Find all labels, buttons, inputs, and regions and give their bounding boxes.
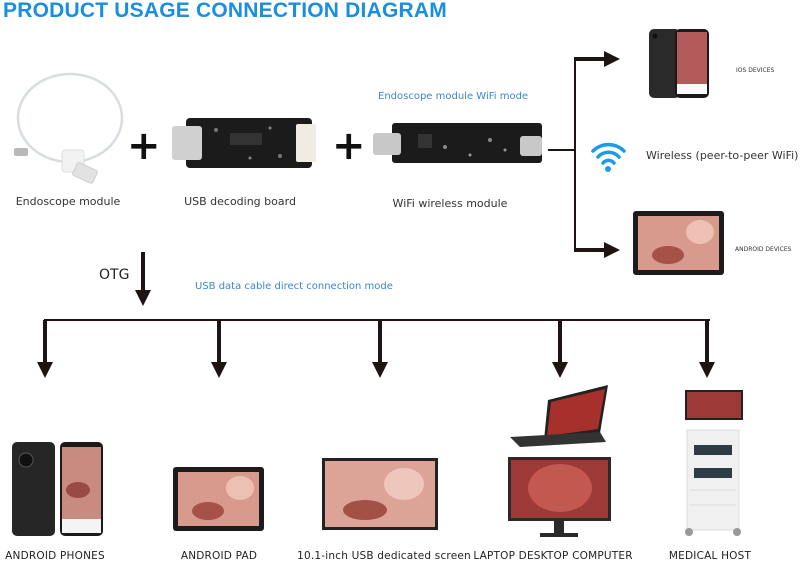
ios-devices-label: IOS DEVICES <box>736 67 775 74</box>
target-label-android-phones: ANDROID PHONES <box>5 550 105 562</box>
laptop-desktop-icon <box>508 385 611 537</box>
component-label-usb-board: USB decoding board <box>184 195 296 208</box>
target-label-android-pad: ANDROID PAD <box>180 550 258 562</box>
component-label-wifi-module: WiFi wireless module <box>392 197 508 210</box>
plus-sign-2: + <box>332 123 366 169</box>
wifi-mode-heading: Endoscope module WiFi mode <box>378 91 529 102</box>
usb-decoding-board-icon <box>172 118 316 168</box>
otg-label: OTG <box>99 267 130 283</box>
android-phones-icon <box>12 442 103 536</box>
android-pad-icon <box>173 467 264 531</box>
android-devices-label: ANDROID DEVICES <box>735 246 792 253</box>
target-label-medical-host: MEDICAL HOST <box>668 550 752 562</box>
medical-cart-icon <box>685 390 743 536</box>
iphone-icon <box>649 29 709 98</box>
plus-sign-1: + <box>127 123 161 169</box>
wireless-label: Wireless (peer-to-peer WiFi) <box>646 149 799 162</box>
target-label-laptop-desktop: LAPTOP DESKTOP COMPUTER <box>473 550 633 562</box>
page-title: PRODUCT USAGE CONNECTION DIAGRAM <box>3 0 447 22</box>
wifi-module-icon <box>373 123 542 163</box>
endoscope-cable-icon <box>14 72 124 184</box>
usb-mode-heading: USB data cable direct connection mode <box>195 281 393 292</box>
target-label-dedicated-screen: 10.1-inch USB dedicated screen <box>297 550 471 562</box>
component-label-endoscope: Endoscope module <box>15 195 121 208</box>
dedicated-screen-icon <box>322 458 438 530</box>
wifi-icon <box>591 142 626 172</box>
android-tablet-icon <box>633 211 724 275</box>
